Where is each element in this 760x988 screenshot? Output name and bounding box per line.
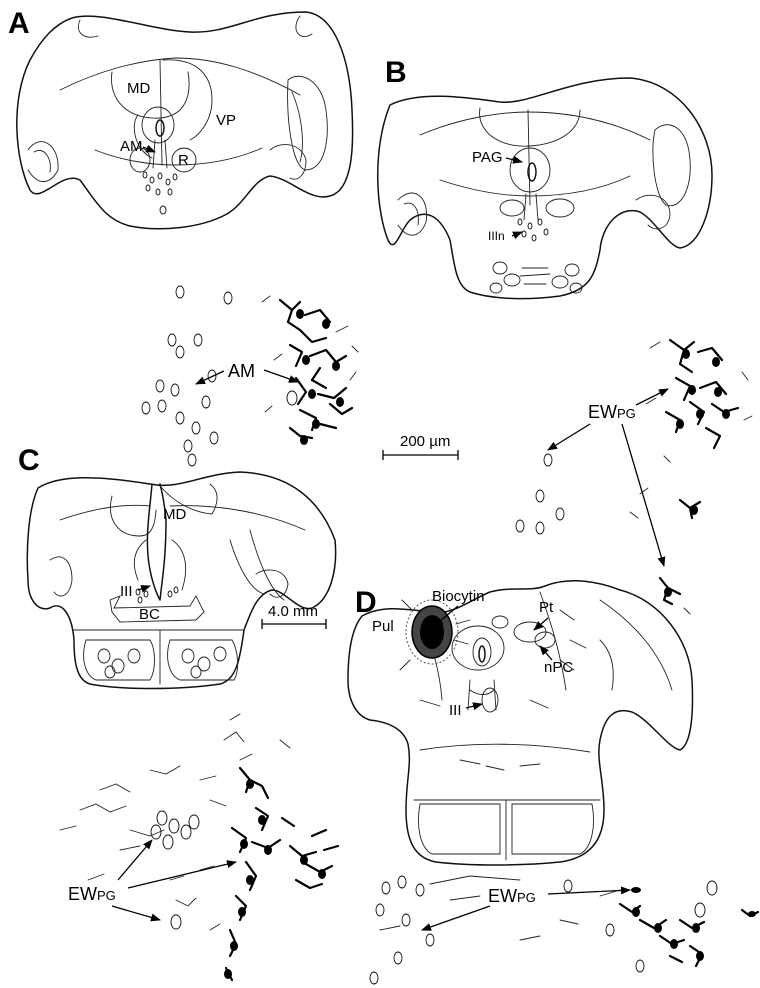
panel-c-section-drawing bbox=[27, 472, 335, 689]
label-md: MD bbox=[127, 80, 150, 97]
panel-d: D Biocytin bbox=[348, 581, 693, 865]
label-vp: VP bbox=[216, 112, 236, 129]
magnified-field-ewpg-d: EWPG bbox=[370, 876, 758, 984]
ewpg-b-label: EWPG bbox=[588, 402, 636, 422]
iii-c-pointer-arrow bbox=[138, 586, 150, 590]
am-magnified-label: AM bbox=[228, 361, 255, 381]
panel-c: C MD bbox=[18, 444, 336, 689]
ewpg-b-arrow-down bbox=[622, 424, 664, 566]
label-pt: Pt bbox=[539, 599, 554, 616]
ewpg-b-arrow-left bbox=[548, 424, 590, 450]
ewpg-b-arrow-up bbox=[636, 389, 668, 405]
magnified-field-ewpg-c: EWPG bbox=[60, 714, 338, 980]
scale-bar-macro-label: 4.0 mm bbox=[268, 603, 318, 620]
ewpg-c-arrow-down bbox=[112, 906, 160, 920]
ewpg-d-arrow-right bbox=[548, 890, 630, 894]
scale-bar-micro-label: 200 µm bbox=[400, 433, 450, 450]
label-md-c: MD bbox=[163, 506, 186, 523]
panel-b: B bbox=[378, 56, 712, 299]
panel-c-letter: C bbox=[18, 444, 40, 477]
panel-b-section-drawing bbox=[378, 78, 712, 299]
label-npc: nPC bbox=[544, 659, 573, 676]
panel-b-letter: B bbox=[385, 56, 407, 89]
magnified-field-am: AM bbox=[142, 286, 358, 466]
label-r: R bbox=[178, 152, 189, 169]
label-bc: BC bbox=[139, 606, 160, 623]
label-iiin: IIIn bbox=[488, 229, 505, 243]
label-biocytin: Biocytin bbox=[432, 588, 485, 605]
pag-pointer-arrow bbox=[506, 158, 522, 162]
panel-a-section-drawing bbox=[17, 12, 353, 229]
panel-b-nerve-rootlets bbox=[518, 219, 548, 241]
ewpg-c-label: EWPG bbox=[68, 884, 116, 904]
ewpg-c-labeled-neurons bbox=[224, 768, 338, 980]
scale-bar-micro: 200 µm bbox=[383, 433, 458, 460]
am-arrow-to-cells bbox=[196, 371, 224, 384]
iiin-pointer-arrow bbox=[512, 232, 522, 236]
magnified-field-ewpg-b: EWPG bbox=[516, 340, 752, 614]
panel-c-basis-fibers bbox=[98, 647, 226, 678]
ewpg-b-labeled-neurons bbox=[630, 340, 752, 614]
am-arrow-to-neurons bbox=[264, 370, 298, 382]
panel-a-letter: A bbox=[8, 7, 30, 40]
label-am: AM bbox=[120, 138, 143, 155]
am-labeled-neurons bbox=[262, 296, 358, 445]
label-iii-d: III bbox=[449, 702, 462, 719]
ewpg-d-label: EWPG bbox=[488, 886, 536, 906]
panel-b-basis-fibers bbox=[490, 262, 582, 293]
label-pul: Pul bbox=[372, 618, 394, 635]
ewpg-b-cell-outlines bbox=[516, 454, 564, 534]
ewpg-d-arrow-left bbox=[422, 906, 490, 930]
label-pag: PAG bbox=[472, 149, 503, 166]
ewpg-c-arrow-right bbox=[128, 862, 236, 888]
ewpg-c-arrow-up bbox=[118, 840, 152, 880]
scale-bar-macro: 4.0 mm bbox=[262, 603, 326, 629]
panel-a: A bbox=[8, 7, 353, 229]
panel-d-section-drawing bbox=[348, 581, 693, 865]
pt-pointer-arrow bbox=[534, 618, 548, 630]
panel-a-nerve-rootlets bbox=[143, 172, 177, 214]
am-cell-outlines bbox=[142, 286, 297, 466]
ewpg-c-cell-outlines bbox=[151, 811, 199, 929]
ewpg-d-labeled-neurons bbox=[620, 887, 758, 966]
label-iii-c: III bbox=[120, 583, 133, 600]
